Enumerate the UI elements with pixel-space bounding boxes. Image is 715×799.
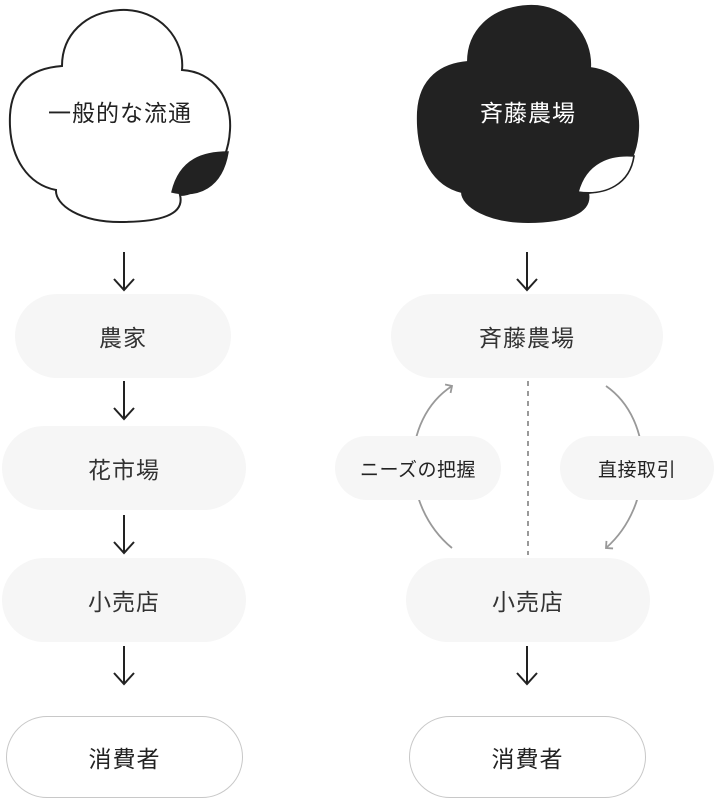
right-arrows [516,252,538,686]
general-distribution-label: 一般的な流通 [48,101,192,127]
saito-farm-title: 斉藤農場 [480,101,576,127]
left-arrows [113,252,135,686]
down-arrow-icon [113,646,135,686]
down-arrow-icon [113,252,135,292]
left-leaf-icon [171,151,229,195]
down-arrow-icon [516,252,538,292]
retailer-step-right: 小売店 [406,558,650,642]
flower-market-step: 花市場 [2,426,246,510]
down-arrow-icon [516,646,538,686]
right-blob-shape [416,4,640,224]
down-arrow-icon [113,515,135,555]
saito-farm-step: 斉藤農場 [391,294,663,378]
needs-understanding-label: ニーズの把握 [335,436,501,500]
direct-trade-label: 直接取引 [560,436,714,500]
right-leaf-icon [576,154,635,194]
retailer-step: 小売店 [2,558,246,642]
consumer-step-right: 消費者 [409,716,646,798]
down-arrow-icon [113,381,135,421]
farmer-step: 農家 [15,294,231,378]
consumer-step: 消費者 [6,716,243,798]
left-blob-shape [8,8,232,224]
